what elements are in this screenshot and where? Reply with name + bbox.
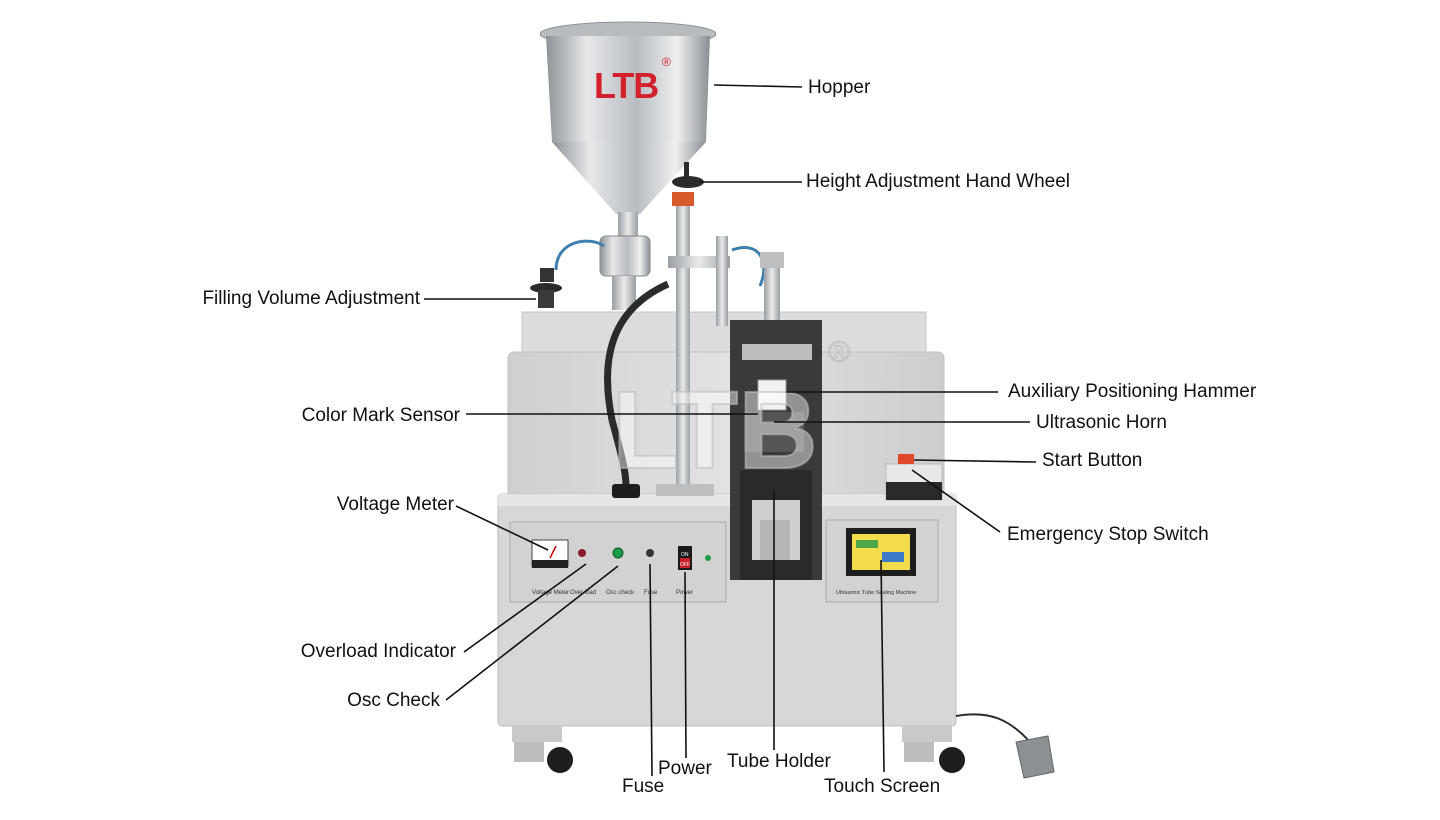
sealing-head [742,344,812,452]
leader-start-button [913,459,1037,463]
pedal-cable [955,713,1031,743]
caster-right [902,726,965,773]
control-panel [509,521,727,603]
callout-height-adjustment-hand-wheel: Height Adjustment Hand Wheel [806,171,1071,192]
foot-pedal [1015,735,1055,779]
start-stop-box [885,454,943,501]
leader-hopper [713,84,803,88]
panel-label-osc: Osc check [606,590,635,596]
leader-touch-screen [880,559,885,773]
start-button[interactable] [898,454,914,464]
hopper [539,21,717,240]
filling-valve [554,235,766,310]
leader-overload [463,563,587,653]
callout-touch-screen: Touch Screen [824,776,941,797]
callout-ultrasonic-horn: Ultrasonic Horn [1036,412,1167,433]
screen-caption: Ultrasonic Tube Sealing Machine [836,590,916,596]
callout-voltage-meter: Voltage Meter [336,494,454,515]
callout-fuse: Fuse [622,776,665,797]
leader-emergency-stop [911,469,1001,533]
brand-logo: LTB [594,65,658,106]
fuse-holder [646,549,654,557]
callout-overload-indicator: Overload Indicator [300,641,456,662]
leader-voltage-meter [455,505,549,551]
watermark-registered: ® [828,336,850,369]
leader-fuse [649,563,653,777]
callout-power: Power [658,758,712,779]
leader-osc-check [445,565,619,701]
panel-switch-on: ON [681,552,689,558]
filling-volume-knob [530,268,562,308]
watermark-logo: LTB [612,369,818,492]
height-column [656,162,714,496]
callout-start-button: Start Button [1042,450,1143,471]
callout-osc-check: Osc Check [347,690,440,711]
callout-tube-holder: Tube Holder [727,751,831,772]
upper-crossbar [668,236,784,326]
leader-power [684,571,687,759]
power-led [705,555,711,561]
callout-auxiliary-positioning-hammer: Auxiliary Positioning Hammer [1008,381,1257,402]
leader-lines [424,84,1037,777]
callout-color-mark-sensor: Color Mark Sensor [301,405,460,426]
callout-emergency-stop-switch: Emergency Stop Switch [1007,524,1209,545]
panel-switch-off: OFF [680,562,690,568]
panel-label-voltage: Voltage Meter [532,590,569,596]
callout-filling-volume-adjustment: Filling Volume Adjustment [202,288,420,309]
overload-led [578,549,586,557]
brand-registered-mark: ® [662,55,671,69]
caster-left [512,726,573,773]
osc-check-button[interactable] [612,547,624,559]
sensor-cable [604,280,670,487]
callout-hopper: Hopper [808,77,871,98]
